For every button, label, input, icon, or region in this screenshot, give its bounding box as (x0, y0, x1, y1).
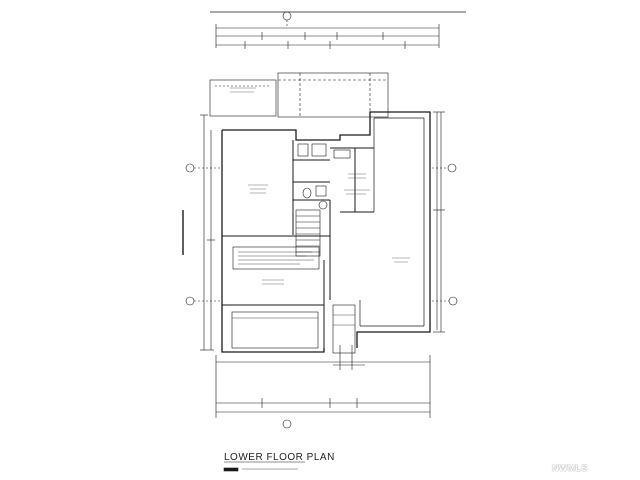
grid-marker-left-lower-icon (185, 296, 195, 306)
grid-marker-right-lower-icon (448, 296, 458, 306)
note-box (232, 246, 320, 270)
top-dimension-lines (215, 24, 440, 49)
upper-patio-outline (209, 72, 389, 118)
plan-title: LOWER FLOOR PLAN (224, 452, 335, 463)
illegible-annotations (230, 87, 410, 285)
bottom-dimension-lines (215, 355, 431, 418)
grid-marker-left-icon (185, 163, 195, 173)
left-dimension-lines (200, 114, 215, 351)
grid-marker-top-icon (282, 11, 292, 21)
right-dimension-lines (433, 111, 445, 333)
stairs (295, 209, 321, 257)
watermark: NWMLS (552, 463, 588, 473)
front-entry-outline (332, 304, 365, 370)
grid-marker-bottom-icon (282, 419, 292, 429)
legend-swatch (223, 467, 239, 472)
garage-door (231, 311, 319, 349)
interior-walls (222, 140, 374, 352)
section-markers (185, 163, 458, 306)
grid-marker-right-icon (447, 163, 457, 173)
fixtures (297, 143, 351, 210)
